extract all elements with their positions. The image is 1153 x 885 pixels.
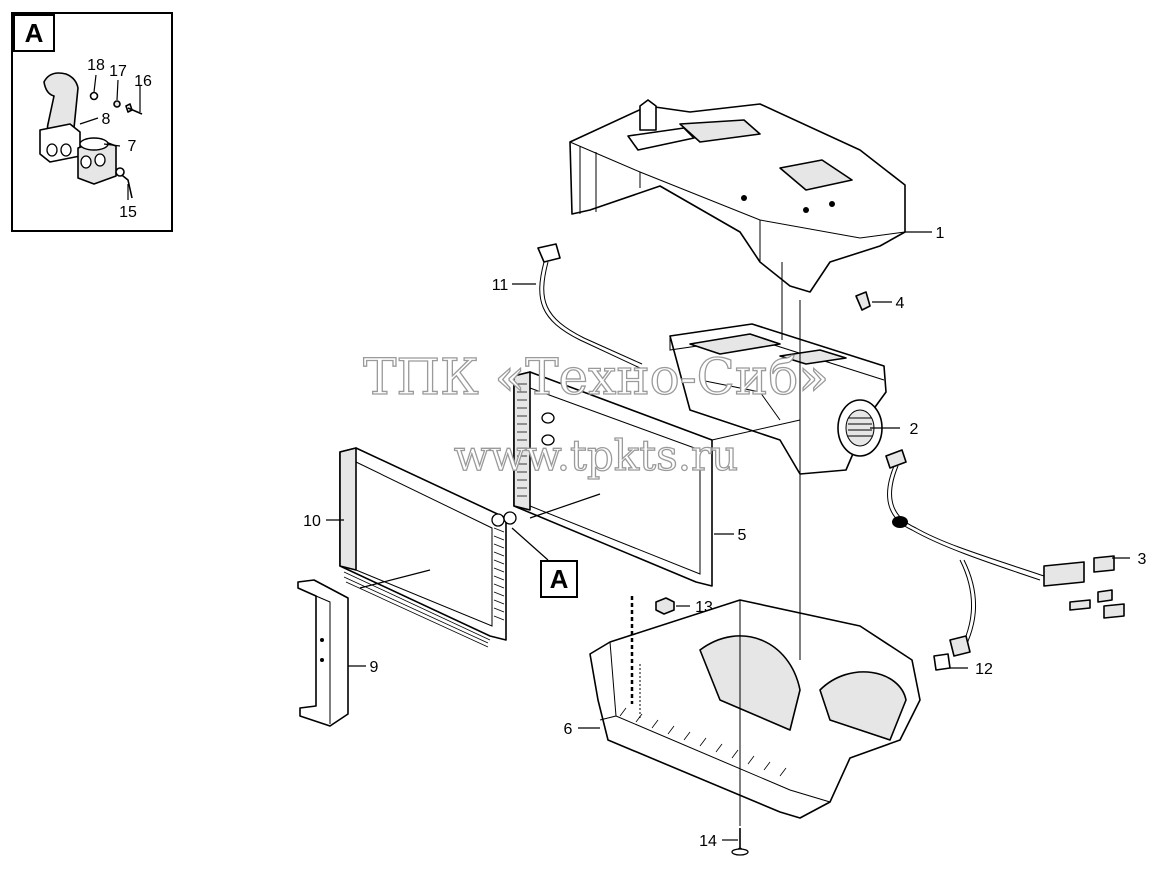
callout-3: 3 (1138, 551, 1147, 568)
callout-7: 7 (128, 138, 137, 155)
watermark-url: www.tpkts.ru (454, 431, 738, 480)
callout-a-marker: A (511, 527, 578, 598)
heater-core-part (513, 371, 713, 587)
washer-18 (89, 91, 99, 101)
lower-housing-part (589, 599, 921, 819)
callout-14: 14 (699, 833, 717, 850)
callout-12: 12 (975, 661, 993, 678)
watermark-company: ТПК «Техно-Сиб» (363, 348, 829, 406)
mounting-bracket-part (297, 579, 349, 727)
callout-9: 9 (370, 659, 379, 676)
callout-10: 10 (303, 513, 321, 530)
screw-part (731, 828, 749, 856)
sensor-cable-part (537, 243, 643, 369)
lower-housing-ribs (619, 707, 787, 777)
callout-5: 5 (738, 527, 747, 544)
callout-2: 2 (910, 421, 919, 438)
callout-17: 17 (109, 63, 127, 80)
callout-6: 6 (564, 721, 573, 738)
callout-a-label: A (550, 564, 569, 594)
heater-core-fins (517, 383, 527, 497)
callout-16: 16 (134, 73, 152, 90)
callout-11: 11 (492, 277, 509, 294)
watermark: ТПК «Техно-Сиб» www.tpkts.ru (362, 347, 829, 480)
nut-part (655, 597, 675, 615)
upper-housing-part (569, 99, 906, 293)
callout-18: 18 (87, 57, 105, 74)
detail-view-a: A 18 17 16 8 7 (11, 12, 173, 232)
bolt-16 (125, 103, 143, 115)
evaporator-fins (493, 527, 505, 621)
evaporator-part (339, 447, 517, 648)
wiring-harness-part (885, 449, 1125, 651)
callout-4: 4 (896, 295, 905, 312)
callout-8: 8 (102, 111, 111, 128)
pressure-switch-part (933, 635, 971, 671)
detail-label: A (25, 18, 44, 48)
washer-17 (113, 100, 121, 108)
callout-15: 15 (119, 204, 137, 221)
clip-part (855, 291, 871, 311)
expansion-valve-part (77, 137, 117, 185)
detail-label-box (13, 14, 55, 52)
callout-1: 1 (936, 225, 945, 242)
blower-fan-part (669, 323, 887, 475)
